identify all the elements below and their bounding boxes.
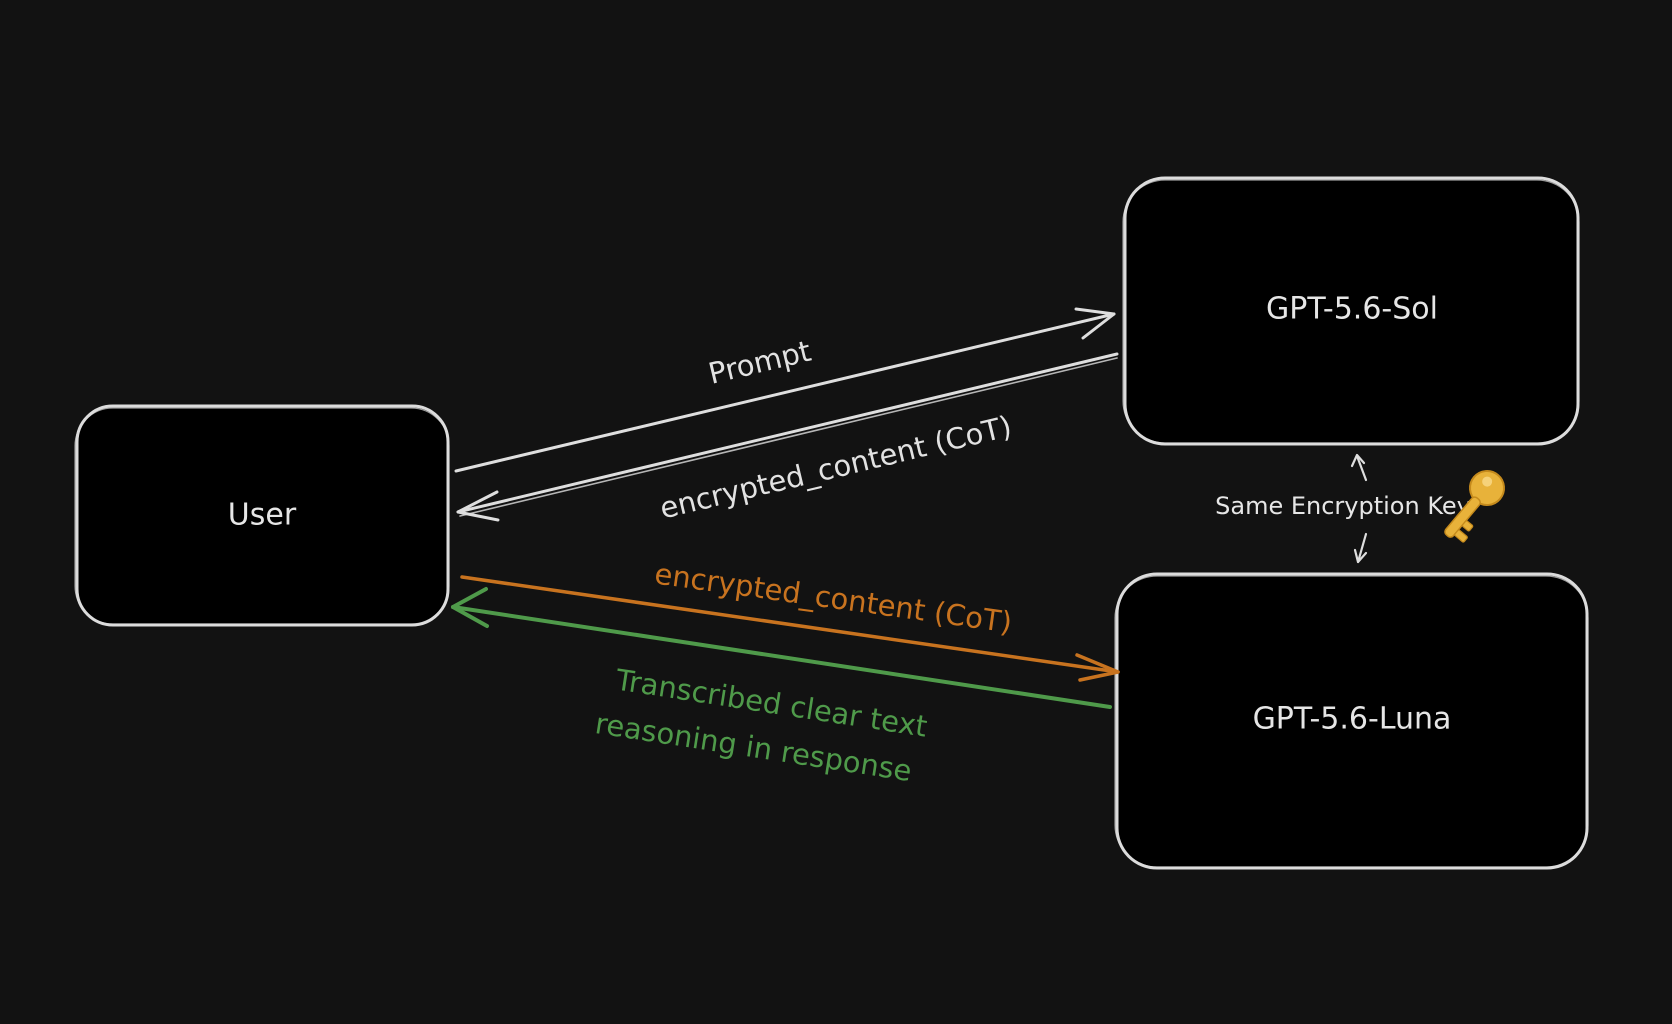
node-luna[interactable]: GPT-5.6-Luna <box>1114 572 1589 870</box>
shared-key-label: Same Encryption Key <box>1215 492 1471 520</box>
node-sol-label: GPT-5.6-Sol <box>1266 292 1438 327</box>
node-sol-box[interactable] <box>1123 176 1580 446</box>
edge-prompt-line <box>454 312 1116 473</box>
edge-user-to-luna-arrowhead <box>1075 653 1120 682</box>
shared-key-up-arrow-shaft <box>1355 454 1368 482</box>
node-sol-sketch <box>1122 179 1580 444</box>
node-luna-sketch <box>1114 575 1589 868</box>
key-icon <box>1444 470 1505 543</box>
edge-user-to-luna-label: encrypted_content (CoT) <box>653 556 1015 639</box>
node-user-sketch <box>74 407 450 625</box>
edge-prompt-label: Prompt <box>705 334 814 391</box>
edge-user-to-luna[interactable]: encrypted_content (CoT) <box>460 556 1120 682</box>
node-user-label: User <box>228 498 297 533</box>
edge-luna-to-user-arrowhead <box>451 587 489 628</box>
edge-user-to-luna-line <box>460 575 1120 674</box>
edge-luna-to-user-line <box>451 605 1112 709</box>
node-sol[interactable]: GPT-5.6-Sol <box>1122 176 1580 446</box>
edge-prompt-arrowhead <box>1074 307 1116 340</box>
edge-shared-key[interactable]: Same Encryption Key <box>1215 453 1511 564</box>
node-luna-box[interactable] <box>1115 572 1589 870</box>
edge-sol-encrypted-line <box>456 352 1119 514</box>
shared-key-down-arrow-head <box>1353 548 1368 564</box>
edge-sol-encrypted-line-sketch <box>459 357 1118 517</box>
node-user-box[interactable] <box>75 404 450 627</box>
shared-key-up-arrow-head <box>1350 453 1366 468</box>
node-user[interactable]: User <box>74 404 450 627</box>
edge-sol-encrypted-arrowhead <box>456 490 500 522</box>
node-luna-label: GPT-5.6-Luna <box>1253 702 1452 737</box>
shared-key-down-arrow-shaft <box>1356 532 1368 564</box>
edge-sol-encrypted[interactable]: encrypted_content (CoT) <box>456 352 1119 526</box>
edge-prompt[interactable]: Prompt <box>454 307 1116 473</box>
